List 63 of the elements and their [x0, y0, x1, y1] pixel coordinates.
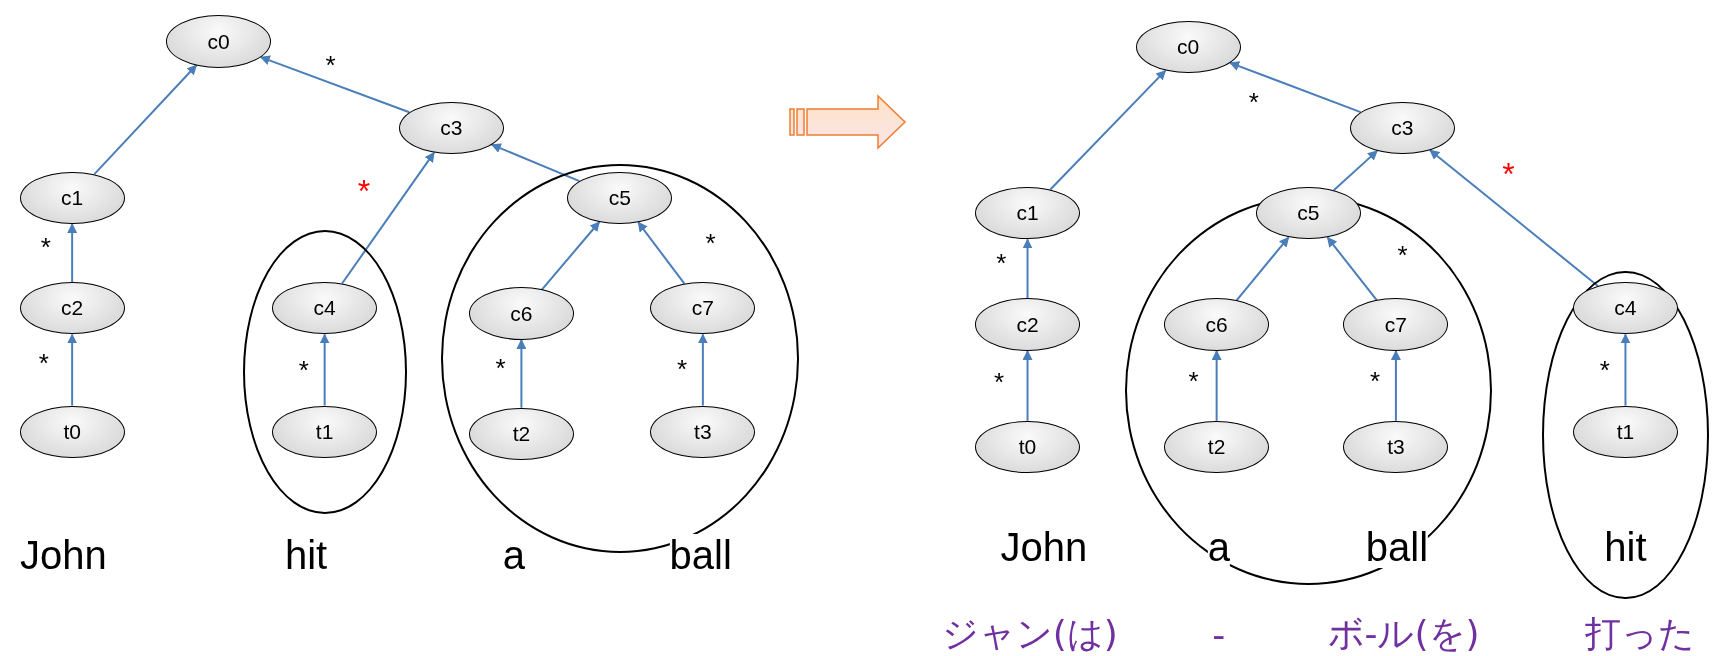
edge-label: *	[298, 356, 309, 383]
node-ellipse: c0	[1135, 20, 1241, 74]
node-ellipse: c3	[399, 101, 504, 155]
node-ellipse: t2	[1164, 420, 1270, 474]
arrow	[1390, 349, 1401, 422]
node-ellipse: c1	[975, 186, 1080, 240]
japanese-gloss: 打った	[1584, 611, 1695, 656]
edge-label: *	[705, 229, 716, 256]
edge-label: *	[996, 250, 1007, 277]
edge-label: *	[1370, 368, 1381, 395]
group-ellipse	[242, 229, 407, 514]
edge-label: *	[40, 234, 51, 261]
arrow	[540, 221, 601, 291]
node-ellipse: t1	[272, 405, 378, 458]
edge-label: *	[325, 51, 336, 78]
node-ellipse: t2	[468, 407, 574, 461]
arrow	[1332, 149, 1379, 192]
arrow	[67, 333, 78, 407]
node-ellipse: c2	[975, 298, 1080, 351]
arrow	[1229, 61, 1362, 114]
node-ellipse: c3	[1350, 101, 1455, 155]
node-ellipse: t0	[19, 405, 125, 458]
arrow	[1211, 349, 1222, 422]
edge-label: *	[677, 355, 688, 382]
arrow	[697, 333, 708, 407]
node-ellipse: c6	[468, 287, 574, 340]
edge-label: *	[1188, 368, 1199, 395]
japanese-gloss: ボ-ル(を)	[1327, 611, 1480, 656]
arrow	[319, 333, 330, 407]
node-ellipse: c5	[567, 171, 673, 225]
node-ellipse: c2	[19, 282, 125, 335]
node-ellipse: t3	[1343, 420, 1449, 474]
node-ellipse: c4	[1572, 282, 1678, 335]
edge-label: *	[1397, 242, 1408, 269]
edge-label: *	[1599, 356, 1610, 383]
edge-label: *	[357, 175, 371, 208]
node-ellipse: t3	[650, 405, 756, 458]
edge-label: *	[495, 355, 506, 381]
node-ellipse: c7	[650, 282, 756, 335]
arrow	[259, 55, 411, 114]
arrow	[67, 223, 78, 283]
arrow	[490, 143, 581, 183]
node-ellipse: c1	[19, 171, 125, 225]
node-ellipse: c5	[1256, 186, 1361, 240]
arrow	[1022, 349, 1033, 422]
edge-label: *	[38, 350, 49, 377]
node-ellipse: c0	[166, 15, 272, 68]
arrow	[1022, 238, 1033, 300]
japanese-gloss: ジャン(は)	[941, 611, 1118, 656]
edge-label: *	[1248, 89, 1259, 116]
edge-label: *	[1502, 157, 1515, 190]
arrow	[1429, 149, 1599, 287]
arrow	[1049, 69, 1167, 191]
japanese-gloss: -	[1212, 613, 1226, 655]
node-ellipse: t0	[975, 420, 1080, 474]
node-ellipse: c6	[1164, 298, 1270, 351]
arrow	[516, 338, 527, 409]
node-ellipse: t1	[1572, 405, 1678, 458]
arrow	[93, 64, 198, 176]
edge-label: *	[994, 369, 1005, 396]
arrow	[1620, 333, 1631, 407]
node-ellipse: c7	[1343, 298, 1449, 351]
node-ellipse: c4	[272, 282, 378, 335]
